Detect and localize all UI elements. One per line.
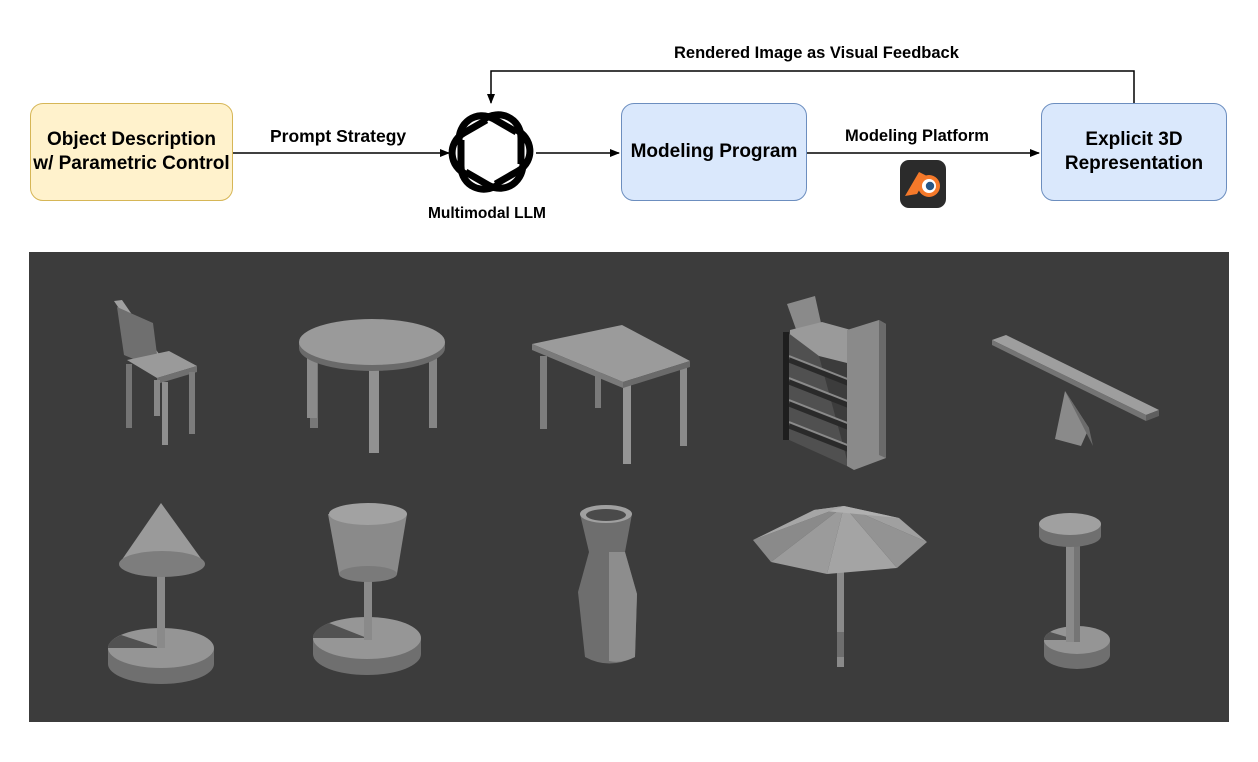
pipeline-diagram: Object Description w/ Parametric Control…	[0, 0, 1258, 250]
object-description-line2: w/ Parametric Control	[33, 153, 230, 174]
cone-lamp-render	[108, 503, 214, 684]
blender-logo-icon	[900, 160, 946, 208]
bucket-lamp-render	[312, 503, 421, 675]
umbrella-render	[753, 506, 927, 667]
modeling-program-node: Modeling Program	[621, 103, 807, 201]
llm-label: Multimodal LLM	[428, 205, 546, 222]
gallery-renders	[108, 296, 1159, 684]
modeling-program-label: Modeling Program	[630, 141, 798, 162]
chair-render	[114, 300, 197, 445]
object-description-line1: Object Description	[47, 129, 216, 150]
seesaw-render	[992, 335, 1159, 446]
object-description-node: Object Description w/ Parametric Control	[30, 103, 233, 201]
vase-render	[578, 505, 637, 664]
render-gallery	[29, 252, 1229, 722]
prompt-strategy-edge-label: Prompt Strategy	[270, 126, 407, 146]
bookshelf-render	[783, 296, 886, 470]
representation-line1: Explicit 3D	[1085, 129, 1183, 150]
modeling-platform-edge-label: Modeling Platform	[845, 127, 989, 145]
representation-node: Explicit 3D Representation	[1041, 103, 1227, 201]
openai-logo-icon	[448, 111, 534, 193]
representation-line2: Representation	[1064, 153, 1204, 174]
rect-table-render	[532, 325, 690, 464]
arrow-feedback-loop	[487, 70, 1135, 104]
round-stool-render	[1039, 513, 1110, 669]
feedback-edge-label: Rendered Image as Visual Feedback	[674, 44, 959, 62]
connector-layer	[233, 70, 1135, 208]
round-table-render	[299, 319, 445, 453]
